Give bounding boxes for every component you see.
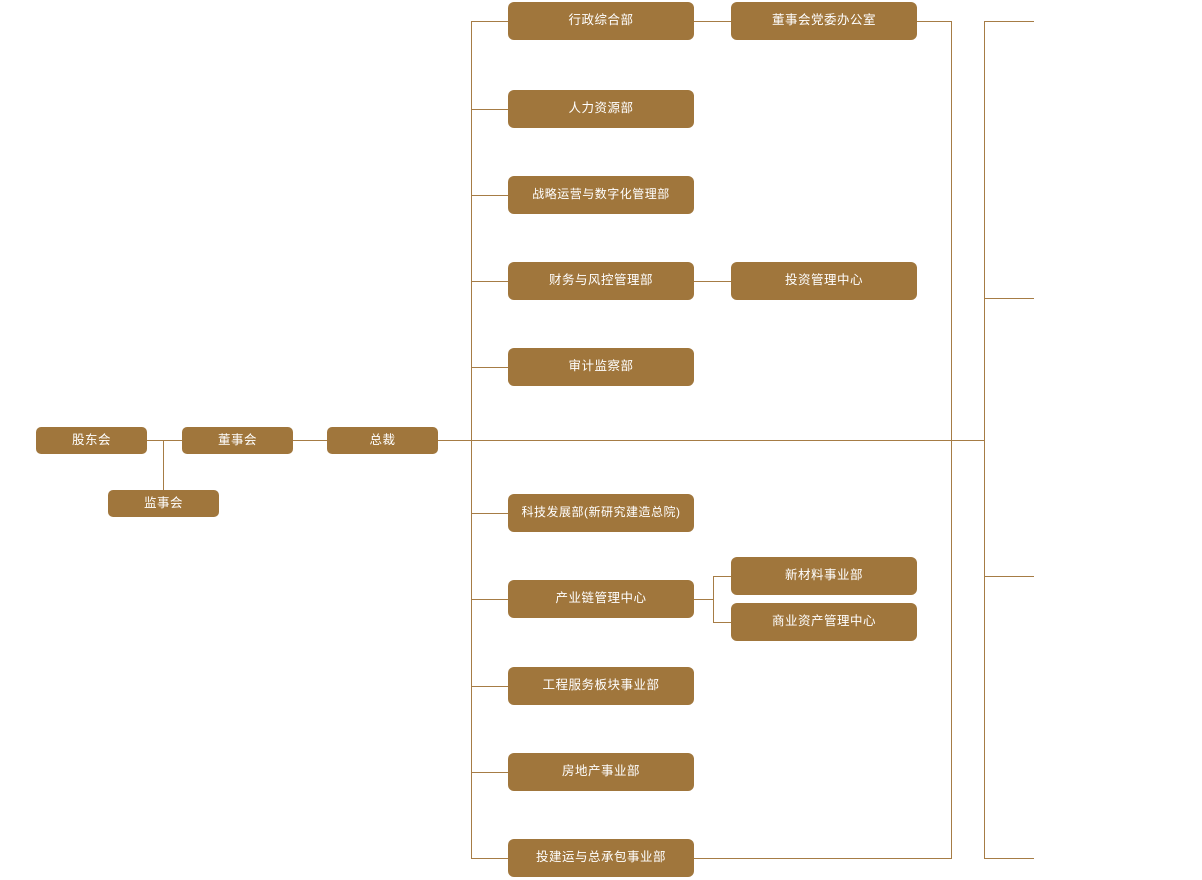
- node-engineering-services-division[interactable]: 工程服务板块事业部: [508, 667, 694, 705]
- connector-main-spine: [471, 21, 472, 858]
- connector-spine-to-dept-10: [471, 858, 508, 859]
- connector-epc-to-right-rail: [694, 858, 951, 859]
- node-label: 科技发展部(新研究建造总院): [521, 505, 681, 520]
- node-investment-construction-epc-division[interactable]: 投建运与总承包事业部: [508, 839, 694, 877]
- right-rail-stub-mid-upper: [984, 298, 1034, 299]
- node-label: 总裁: [369, 432, 396, 447]
- connector-board-to-supervisory: [163, 440, 164, 490]
- node-label: 股东会: [71, 432, 111, 447]
- right-rail-outer: [984, 21, 985, 859]
- node-real-estate-division[interactable]: 房地产事业部: [508, 753, 694, 791]
- node-industry-chain-management-center[interactable]: 产业链管理中心: [508, 580, 694, 618]
- node-label: 投资管理中心: [784, 273, 863, 288]
- connector-finance-to-investment: [694, 281, 731, 282]
- node-president[interactable]: 总裁: [327, 427, 438, 454]
- node-label: 新材料事业部: [784, 568, 863, 583]
- node-strategy-operations-digital-department[interactable]: 战略运营与数字化管理部: [508, 176, 694, 214]
- connector-chain-to-commercial-asset: [713, 622, 731, 623]
- connector-spine-to-dept-8: [471, 686, 508, 687]
- node-supervisory-board[interactable]: 监事会: [108, 490, 219, 517]
- node-technology-development-department[interactable]: 科技发展部(新研究建造总院): [508, 494, 694, 532]
- node-new-materials-division[interactable]: 新材料事业部: [731, 557, 917, 595]
- right-rail-stub-top: [984, 21, 1034, 22]
- node-label: 行政综合部: [568, 13, 634, 28]
- connector-spine-to-dept-3: [471, 195, 508, 196]
- node-investment-management-center[interactable]: 投资管理中心: [731, 262, 917, 300]
- connector-spine-to-dept-4: [471, 281, 508, 282]
- node-label: 房地产事业部: [561, 764, 640, 779]
- node-human-resources-department[interactable]: 人力资源部: [508, 90, 694, 128]
- node-label: 人力资源部: [568, 101, 634, 116]
- connector-spine-to-dept-1: [471, 21, 508, 22]
- connector-admin-to-party-office: [694, 21, 731, 22]
- node-shareholders-meeting[interactable]: 股东会: [36, 427, 147, 454]
- connector-spine-to-dept-7: [471, 599, 508, 600]
- connector-board-to-president: [292, 440, 327, 441]
- connector-spine-to-dept-2: [471, 109, 508, 110]
- node-label: 投建运与总承包事业部: [535, 850, 666, 865]
- connector-chain-stub: [694, 599, 714, 600]
- node-board-party-office[interactable]: 董事会党委办公室: [731, 2, 917, 40]
- connector-shareholders-to-board: [147, 440, 182, 441]
- node-audit-supervision-department[interactable]: 审计监察部: [508, 348, 694, 386]
- node-label: 工程服务板块事业部: [542, 678, 660, 693]
- connector-spine-to-dept-6: [471, 513, 508, 514]
- right-rail-stub-bottom: [984, 858, 1034, 859]
- node-label: 战略运营与数字化管理部: [532, 187, 670, 202]
- connector-president-to-spine: [437, 440, 984, 441]
- connector-party-office-to-inner-rail: [916, 21, 951, 22]
- node-label: 董事会: [217, 432, 257, 447]
- node-label: 审计监察部: [568, 359, 634, 374]
- node-label: 商业资产管理中心: [771, 614, 876, 629]
- right-rail-inner: [951, 21, 952, 859]
- node-label: 监事会: [143, 495, 183, 510]
- node-administrative-department[interactable]: 行政综合部: [508, 2, 694, 40]
- connector-chain-to-new-materials: [713, 576, 731, 577]
- connector-chain-vertical: [713, 576, 714, 623]
- node-board-of-directors[interactable]: 董事会: [182, 427, 293, 454]
- node-label: 产业链管理中心: [555, 591, 647, 606]
- connector-spine-to-dept-9: [471, 772, 508, 773]
- node-label: 董事会党委办公室: [771, 13, 876, 28]
- node-label: 财务与风控管理部: [548, 273, 653, 288]
- node-commercial-asset-management-center[interactable]: 商业资产管理中心: [731, 603, 917, 641]
- connector-spine-to-dept-5: [471, 367, 508, 368]
- right-rail-stub-mid-lower: [984, 576, 1034, 577]
- node-finance-risk-control-department[interactable]: 财务与风控管理部: [508, 262, 694, 300]
